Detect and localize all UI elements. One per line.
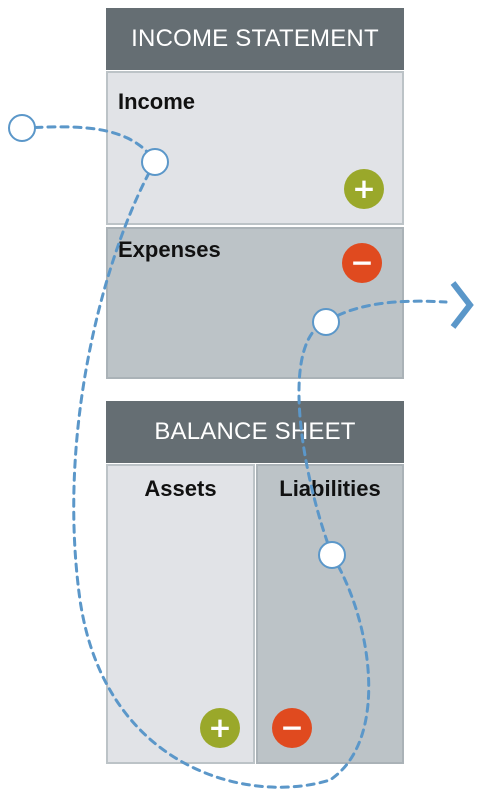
liabilities-label: Liabilities	[279, 476, 381, 501]
assets-label: Assets	[144, 476, 217, 501]
income-panel: Income +	[106, 71, 404, 225]
assets-plus-icon: +	[200, 708, 240, 748]
income-label: Income	[118, 89, 196, 114]
expenses-label: Expenses	[118, 237, 221, 262]
assets-panel: Assets +	[106, 464, 255, 764]
liabilities-panel: Liabilities −	[256, 464, 404, 764]
income-statement-header: INCOME STATEMENT	[106, 8, 404, 70]
expenses-minus-icon: −	[342, 243, 382, 283]
balance-sheet-title: BALANCE SHEET	[154, 418, 356, 445]
liabilities-minus-icon: −	[272, 708, 312, 748]
balance-sheet-header: BALANCE SHEET	[106, 401, 404, 463]
expenses-panel: Expenses −	[106, 227, 404, 379]
income-statement-title: INCOME STATEMENT	[131, 25, 379, 52]
chevron-right-icon	[450, 281, 474, 329]
income-plus-icon: +	[344, 169, 384, 209]
circle-node-icon	[8, 114, 36, 142]
